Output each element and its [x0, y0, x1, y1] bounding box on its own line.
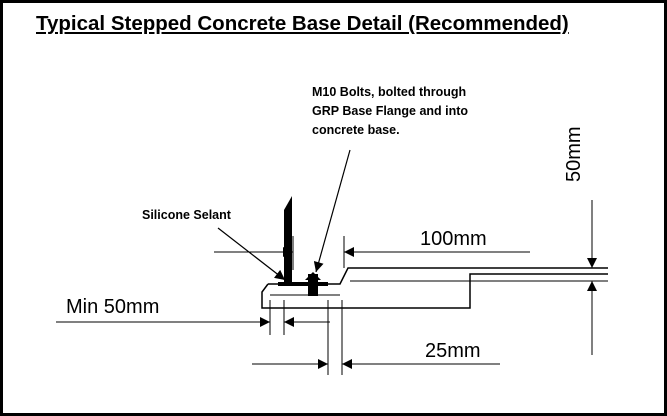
grp-base-flange: [278, 282, 328, 286]
m10-bolt: [308, 274, 318, 296]
bolts-label-line-1: M10 Bolts, bolted through: [312, 85, 466, 99]
bolts-label-line-2: GRP Base Flange and into: [312, 104, 468, 118]
grp-panel: [284, 196, 292, 286]
silicone-label: Silicone Selant: [142, 208, 232, 222]
bolts-label-line-3: concrete base.: [312, 123, 400, 137]
bolts-leader-line: [313, 149, 351, 273]
dim-25-label: 25mm: [425, 340, 481, 362]
drawing-title: Typical Stepped Concrete Base Detail (Re…: [36, 12, 569, 35]
dim-min50-label: Min 50mm: [66, 296, 159, 318]
dim-50-label: 50mm: [563, 126, 585, 182]
bolt-head: [305, 272, 321, 280]
dim-100-label: 100mm: [420, 228, 487, 250]
silicone-leader-line: [217, 227, 286, 281]
